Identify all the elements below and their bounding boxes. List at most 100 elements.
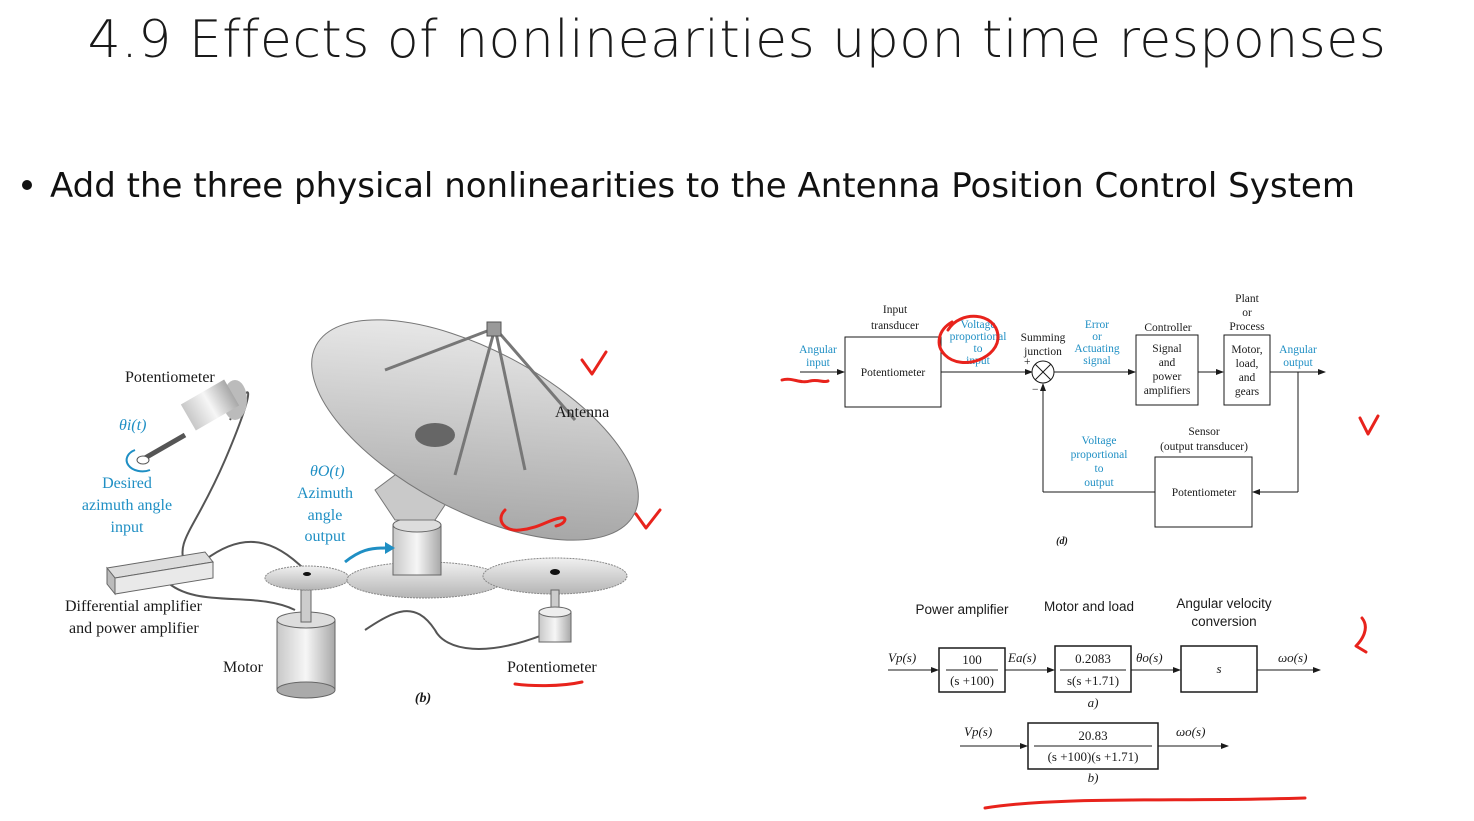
block-motor-load (1054, 645, 1132, 693)
cable (204, 540, 306, 571)
antenna-dish-icon (311, 319, 639, 541)
label-error-2: or (1092, 331, 1102, 343)
label-voltage-in-2: proportional (950, 331, 1007, 343)
label-voltage-out-2: proportional (1071, 449, 1128, 461)
label-motor: Motor (223, 659, 264, 676)
figure-d-caption: (d) (1056, 536, 1068, 547)
circle-annotation (937, 314, 1000, 365)
label-potentiometer-top: Potentiometer (125, 369, 215, 386)
signal-vp-a: Vp(s) (888, 650, 916, 665)
label-plant-3: Process (1229, 321, 1265, 333)
label-voltage-out-1: Voltage (1082, 435, 1117, 447)
gear-train-icon (264, 557, 628, 599)
signal-theta-o: θo(s) (1136, 650, 1163, 665)
label-azimuth-2: angle (308, 507, 343, 524)
label-theta-o: θO(t) (310, 463, 345, 480)
header-angular-velocity-1: Angular velocity (1176, 596, 1272, 611)
block-text-ctrl-3: power (1153, 371, 1182, 383)
header-motor-load: Motor and load (1044, 599, 1134, 614)
loop-annotation (499, 508, 567, 532)
checkmark-annotation (1358, 414, 1380, 436)
controller-block (1135, 334, 1199, 406)
label-potentiometer-bottom: Potentiometer (507, 659, 597, 676)
label-voltage-out-3: to (1095, 463, 1104, 475)
label-desired-1: Desired (102, 475, 152, 492)
cable (364, 610, 556, 650)
block-differentiator (1180, 645, 1258, 693)
label-minus: − (1032, 384, 1039, 396)
tf-total-den: (s +100)(s +1.71) (1048, 749, 1139, 764)
label-a: a) (1088, 695, 1099, 710)
label-plus: + (1024, 356, 1031, 368)
underline-annotation (780, 377, 830, 384)
figure-b-caption: (b) (415, 691, 431, 706)
label-plant-1: Plant (1235, 293, 1259, 305)
tf-s: s (1216, 661, 1221, 676)
label-desired-2: azimuth angle (82, 497, 172, 514)
label-error-4: signal (1083, 355, 1110, 367)
motor-icon (276, 589, 336, 699)
label-azimuth-1: Azimuth (297, 485, 353, 502)
label-angular-input-2: input (806, 357, 830, 369)
label-desired-3: input (111, 519, 144, 536)
differential-amplifier-box (106, 551, 214, 596)
block-text-plant-4: gears (1235, 386, 1260, 398)
transfer-function-figure: Power amplifier Motor and load Angular v… (888, 596, 1321, 785)
input-potentiometer-icon (136, 379, 247, 465)
label-theta-i: θi(t) (119, 417, 146, 434)
label-summing-1: Summing (1021, 332, 1066, 344)
cable (164, 579, 296, 611)
label-sensor-2: (output transducer) (1160, 441, 1248, 453)
label-diff-amp-1: Differential amplifier (65, 598, 203, 615)
block-text-plant-1: Motor, (1231, 344, 1262, 356)
block-text-plant-3: and (1239, 372, 1256, 384)
label-error-1: Error (1085, 319, 1109, 331)
block-text-ctrl-2: and (1159, 357, 1176, 369)
bullet-point: Add the three physical nonlinearities to… (22, 166, 1355, 206)
output-potentiometer-icon (538, 589, 572, 643)
label-input-transducer-1: Input (883, 304, 908, 316)
header-power-amplifier: Power amplifier (915, 602, 1009, 617)
block-text-potentiometer-out: Potentiometer (1172, 487, 1237, 499)
label-voltage-in-1: Voltage (961, 319, 996, 331)
label-voltage-in-3: to (974, 343, 983, 355)
label-antenna: Antenna (555, 404, 609, 421)
checkmark-annotation (580, 350, 608, 376)
signal-ea: Ea(s) (1007, 650, 1036, 665)
underline-annotation (983, 796, 1307, 810)
tf-motor-num: 0.2083 (1075, 651, 1111, 666)
tf-total-num: 20.83 (1078, 728, 1107, 743)
tf-motor-den: s(s +1.71) (1067, 673, 1119, 688)
underline-annotation (513, 680, 584, 688)
label-angular-input-1: Angular (799, 344, 837, 356)
label-angular-output-1: Angular (1279, 344, 1317, 356)
bullet-dot (22, 179, 32, 190)
label-sensor-1: Sensor (1188, 426, 1219, 438)
tf-amp-den: (s +100) (950, 673, 994, 688)
bullet-text: Add the three physical nonlinearities to… (50, 166, 1355, 206)
signal-vp-b: Vp(s) (964, 724, 992, 739)
antenna-system-figure: Potentiometer θi(t) Desired azimuth angl… (65, 319, 639, 706)
label-input-transducer-2: transducer (871, 320, 919, 332)
label-summing-2: junction (1023, 346, 1062, 358)
block-text-potentiometer-in: Potentiometer (861, 367, 926, 379)
input-potentiometer-block (844, 336, 942, 408)
header-angular-velocity-2: conversion (1191, 614, 1256, 629)
label-azimuth-3: output (305, 528, 346, 545)
block-diagram-figure: Angular input Input transducer Potentiom… (799, 293, 1326, 547)
rotation-arrow-icon (344, 546, 386, 564)
sensor-potentiometer-block (1154, 456, 1253, 528)
plant-block (1223, 334, 1271, 406)
block-text-ctrl-4: amplifiers (1144, 385, 1191, 397)
rotation-arrow-icon (125, 449, 151, 473)
tf-amp-num: 100 (962, 652, 982, 667)
label-diff-amp-2: and power amplifier (69, 620, 199, 637)
arrow-annotation (1354, 616, 1368, 654)
block-text-plant-2: load, (1236, 358, 1259, 370)
label-angular-output-2: output (1283, 357, 1313, 369)
slide-title: 4.9 Effects of nonlinearities upon time … (87, 10, 1387, 70)
label-controller: Controller (1144, 322, 1191, 334)
signal-omega-b: ωo(s) (1176, 724, 1205, 739)
label-plant-2: or (1242, 307, 1252, 319)
